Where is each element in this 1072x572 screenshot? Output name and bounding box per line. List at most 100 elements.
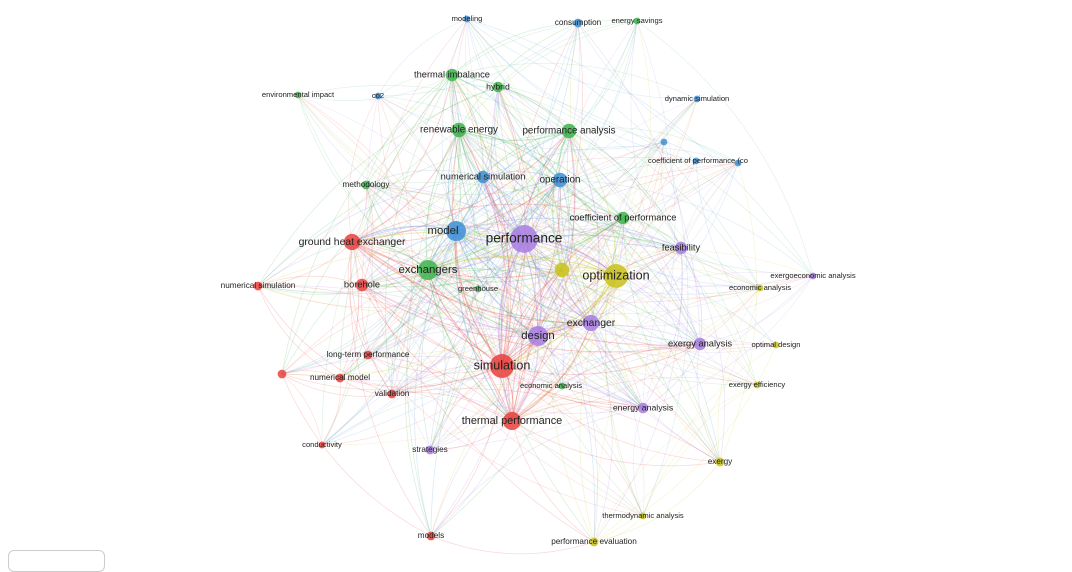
keyword-label[interactable]: ground heat exchanger bbox=[299, 237, 406, 248]
keyword-node[interactable] bbox=[363, 350, 373, 360]
keyword-label[interactable]: long-term performance bbox=[327, 350, 410, 359]
keyword-label[interactable]: models bbox=[418, 531, 444, 540]
keyword-node[interactable] bbox=[492, 81, 504, 93]
keyword-node[interactable] bbox=[253, 281, 263, 291]
keyword-node[interactable] bbox=[616, 211, 630, 225]
co-occurrence-link bbox=[590, 275, 814, 327]
keyword-label[interactable]: optimization bbox=[582, 268, 649, 282]
co-occurrence-link bbox=[257, 285, 479, 308]
keyword-node[interactable] bbox=[693, 337, 707, 351]
keyword-node[interactable] bbox=[756, 284, 764, 292]
keyword-node[interactable] bbox=[809, 272, 817, 280]
keyword-node[interactable] bbox=[502, 411, 522, 431]
keyword-label[interactable]: environmental impact bbox=[262, 90, 335, 99]
keyword-label[interactable]: conductivity bbox=[302, 440, 342, 449]
keyword-label[interactable]: modeling bbox=[452, 14, 483, 23]
keyword-label[interactable]: thermodynamic analysis bbox=[602, 511, 684, 520]
keyword-node[interactable] bbox=[674, 241, 688, 255]
keyword-node[interactable] bbox=[490, 354, 514, 378]
view-control-panel[interactable] bbox=[8, 550, 105, 572]
keyword-label[interactable]: energy analysis bbox=[613, 402, 674, 412]
keyword-node[interactable] bbox=[715, 457, 725, 467]
keyword-label[interactable]: feasibility bbox=[662, 242, 701, 252]
keyword-node[interactable] bbox=[753, 381, 761, 389]
keyword-label[interactable]: exergy efficiency bbox=[729, 380, 786, 389]
keyword-node[interactable] bbox=[561, 123, 577, 139]
keyword-node[interactable] bbox=[463, 15, 471, 23]
keyword-node[interactable] bbox=[734, 159, 742, 167]
keyword-node[interactable] bbox=[558, 382, 566, 390]
keyword-label[interactable]: borehole bbox=[344, 279, 380, 289]
keyword-node[interactable] bbox=[554, 262, 570, 278]
co-occurrence-link bbox=[451, 74, 510, 367]
keyword-node[interactable] bbox=[425, 445, 435, 455]
keyword-label[interactable]: optimal design bbox=[752, 340, 801, 349]
co-occurrence-link bbox=[466, 18, 565, 387]
keyword-node[interactable] bbox=[604, 264, 628, 288]
keyword-label[interactable]: model bbox=[427, 225, 458, 237]
keyword-node[interactable] bbox=[552, 172, 568, 188]
keyword-label[interactable]: design bbox=[521, 330, 555, 342]
keyword-label[interactable]: thermal performance bbox=[462, 415, 562, 427]
keyword-label[interactable]: exergoeconomic analysis bbox=[770, 271, 855, 280]
keyword-node[interactable] bbox=[335, 373, 345, 383]
keyword-node[interactable] bbox=[387, 389, 397, 399]
keyword-label[interactable]: economic analysis bbox=[729, 283, 791, 292]
keyword-label[interactable]: strategies bbox=[412, 445, 448, 454]
keyword-node[interactable] bbox=[355, 278, 369, 292]
keyword-label[interactable]: exergy analysis bbox=[668, 338, 732, 348]
keyword-node[interactable] bbox=[417, 259, 439, 281]
keyword-label[interactable]: economic analysis bbox=[520, 381, 582, 390]
keyword-node[interactable] bbox=[476, 170, 490, 184]
keyword-node[interactable] bbox=[589, 537, 599, 547]
keyword-network-map[interactable]: modeling consumption energy savings thermal… bbox=[0, 0, 1072, 559]
keyword-label[interactable]: coefficient of performance (co bbox=[648, 156, 748, 165]
keyword-node[interactable] bbox=[318, 441, 326, 449]
keyword-label[interactable]: energy savings bbox=[611, 16, 662, 25]
co-occurrence-link bbox=[427, 269, 563, 387]
keyword-node[interactable] bbox=[527, 325, 549, 347]
keyword-node[interactable] bbox=[445, 220, 467, 242]
keyword-node[interactable] bbox=[474, 285, 482, 293]
keyword-label[interactable]: numerical simulation bbox=[221, 281, 296, 290]
keyword-node[interactable] bbox=[633, 17, 641, 25]
keyword-node[interactable] bbox=[426, 531, 436, 541]
keyword-label[interactable]: numerical model bbox=[310, 373, 370, 382]
keyword-node[interactable] bbox=[277, 369, 287, 379]
keyword-label[interactable]: consumption bbox=[555, 18, 602, 27]
keyword-label[interactable]: methodology bbox=[343, 180, 391, 189]
keyword-node[interactable] bbox=[451, 122, 467, 138]
keyword-node[interactable] bbox=[573, 18, 583, 28]
keyword-label[interactable]: numerical simulation bbox=[441, 171, 526, 181]
keyword-label[interactable]: performance evaluation bbox=[551, 537, 637, 546]
keyword-label[interactable]: renewable energy bbox=[420, 125, 498, 136]
keyword-label[interactable]: performance bbox=[486, 231, 563, 246]
keyword-label[interactable]: operation bbox=[540, 175, 581, 186]
keyword-label[interactable]: exchangers bbox=[399, 264, 458, 276]
keyword-label[interactable]: co2 bbox=[372, 91, 384, 100]
keyword-node[interactable] bbox=[374, 92, 382, 100]
keyword-label[interactable]: simulation bbox=[474, 358, 531, 372]
keyword-label[interactable]: dynamic simulation bbox=[665, 94, 730, 103]
keyword-label[interactable]: performance analysis bbox=[522, 126, 615, 137]
keyword-label[interactable]: hybrid bbox=[486, 81, 510, 91]
keyword-node[interactable] bbox=[361, 180, 371, 190]
keyword-label[interactable]: thermal imbalance bbox=[414, 69, 490, 79]
keyword-node[interactable] bbox=[294, 91, 302, 99]
keyword-node[interactable] bbox=[637, 402, 649, 414]
keyword-node[interactable] bbox=[445, 68, 459, 82]
keyword-node[interactable] bbox=[693, 95, 701, 103]
keyword-label[interactable]: validation bbox=[375, 389, 410, 398]
keyword-node[interactable] bbox=[639, 512, 647, 520]
keyword-label[interactable]: exchanger bbox=[567, 318, 616, 329]
keyword-node[interactable] bbox=[660, 138, 668, 146]
keyword-node[interactable] bbox=[510, 225, 538, 253]
keyword-label[interactable]: exergy bbox=[708, 457, 733, 466]
co-occurrence-link bbox=[455, 230, 503, 367]
keyword-label[interactable]: greenhouse bbox=[458, 284, 498, 293]
keyword-node[interactable] bbox=[343, 233, 361, 251]
keyword-node[interactable] bbox=[582, 314, 600, 332]
keyword-node[interactable] bbox=[692, 157, 700, 165]
keyword-node[interactable] bbox=[772, 341, 780, 349]
keyword-label[interactable]: coefficient of performance bbox=[570, 212, 677, 222]
